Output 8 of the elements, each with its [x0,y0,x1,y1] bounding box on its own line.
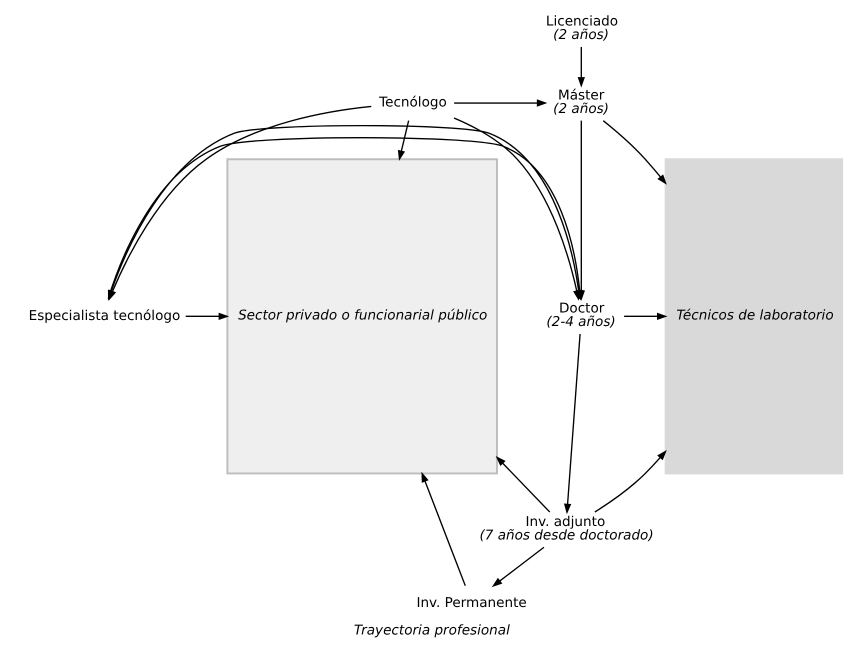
node-text: Especialista tecnólogo [28,308,180,324]
node-text: Tecnólogo [378,94,446,111]
node-text: Inv. adjunto (7 años desde doctorado) [478,514,654,544]
node-text: Máster (2 años) [552,87,608,117]
node-text: Doctor (2-4 años) [546,300,616,330]
node-text: Inv. Permanente [416,594,526,611]
node-text: Licenciado (2 años) [545,14,618,44]
caption: Trayectoria profesional [353,622,510,639]
